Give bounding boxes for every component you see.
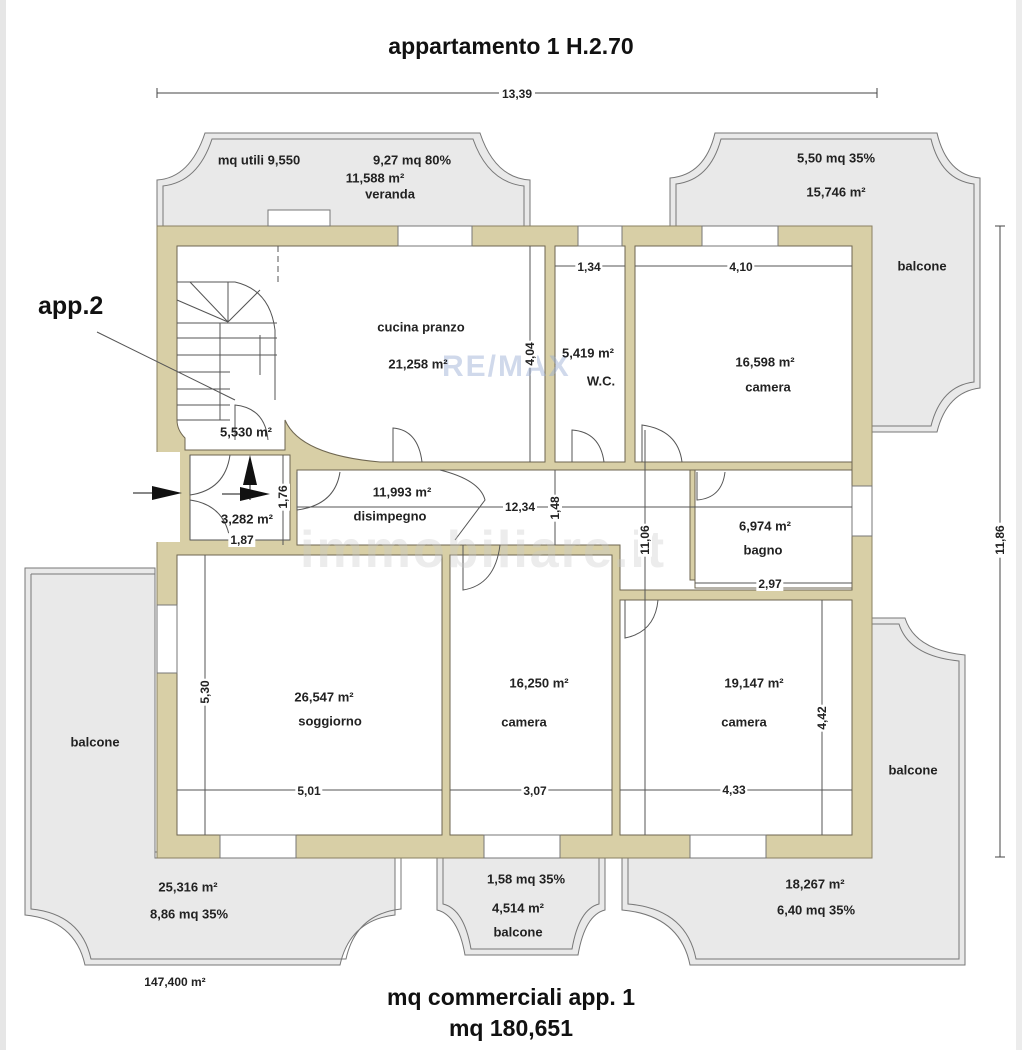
immobiliare-watermark: immobiliare.it — [300, 521, 667, 579]
image-border-left — [0, 0, 6, 1050]
cucina-area: 21,258 m² — [388, 356, 448, 372]
camera-mid-name: camera — [501, 714, 547, 730]
cucina-name: cucina pranzo — [377, 319, 465, 335]
balcone-tr-name: balcone — [897, 258, 947, 274]
stair-landing-area: 5,530 m² — [219, 424, 273, 440]
camera-right-name: camera — [721, 714, 767, 730]
dim-corridor-width: 1,48 — [548, 494, 562, 522]
remax-watermark: RE/MAX — [442, 350, 571, 383]
balcone-left-name: balcone — [70, 734, 120, 750]
camera-right-area: 19,147 m² — [724, 675, 784, 691]
balcone-left-pct: 8,86 mq 35% — [149, 906, 229, 922]
dim-entry-height: 1,76 — [276, 483, 290, 511]
balcone-tr-pct: 5,50 mq 35% — [796, 150, 876, 166]
balcone-left-area: 25,316 m² — [158, 879, 218, 895]
dim-kitchen-height: 4,04 — [523, 340, 537, 368]
balcone-right-name: balcone — [888, 762, 938, 778]
balcone-right-area: 18,267 m² — [785, 876, 845, 892]
dim-entry-width: 1,87 — [228, 533, 256, 547]
balcone-mid-pct: 1,58 mq 35% — [486, 871, 566, 887]
balcone-mid-name: balcone — [493, 924, 543, 940]
veranda-name: veranda — [365, 186, 415, 202]
dim-inner-height: 11,06 — [638, 523, 652, 557]
balcone-tr-area: 15,746 m² — [806, 184, 866, 200]
dim-camera-mid-width: 3,07 — [521, 784, 549, 798]
balcone-mid-area: 4,514 m² — [491, 900, 545, 916]
dim-wc-width: 1,34 — [575, 260, 603, 274]
veranda-area: 11,588 m² — [345, 170, 405, 186]
dim-bagno-width: 2,97 — [756, 577, 784, 591]
camera-top-name: camera — [745, 379, 791, 395]
dim-corridor-length: 12,34 — [502, 500, 538, 514]
dim-camera-top-width: 4,10 — [727, 260, 755, 274]
bagno-area: 6,974 m² — [738, 518, 792, 534]
dim-soggiorno-height: 5,30 — [198, 678, 212, 706]
dim-overall-width: 13,39 — [498, 87, 536, 101]
balconies — [24, 132, 981, 966]
rooms — [176, 245, 853, 836]
commercial-area-value: mq 180,651 — [448, 1015, 574, 1041]
wc-name: W.C. — [586, 373, 616, 389]
doors — [189, 404, 726, 639]
disimpegno-area: 11,993 m² — [372, 484, 432, 500]
dim-overall-height: 11,86 — [993, 522, 1007, 558]
plan-title: appartamento 1 H.2.70 — [388, 33, 634, 59]
dim-camera-right-height: 4,42 — [815, 704, 829, 732]
image-border-right — [1016, 0, 1022, 1050]
veranda-mq-utili: mq utili 9,550 — [217, 152, 301, 168]
entry-area: 3,282 m² — [220, 511, 274, 527]
windows — [156, 209, 873, 859]
dim-soggiorno-width: 5,01 — [295, 784, 323, 798]
dim-camera-right-width: 4,33 — [720, 783, 748, 797]
soggiorno-area: 26,547 m² — [294, 689, 354, 705]
balcone-right-pct: 6,40 mq 35% — [776, 902, 856, 918]
total-floor-area: 147,400 m² — [144, 975, 206, 989]
entry-arrows — [133, 455, 270, 501]
camera-top-area: 16,598 m² — [735, 354, 795, 370]
soggiorno-name: soggiorno — [298, 713, 362, 729]
wc-area: 5,419 m² — [561, 345, 615, 361]
veranda-pct: 9,27 mq 80% — [372, 152, 452, 168]
staircase — [96, 281, 277, 421]
commercial-area-heading: mq commerciali app. 1 — [387, 984, 635, 1010]
bagno-name: bagno — [743, 542, 783, 558]
app2-label: app.2 — [38, 292, 104, 320]
disimpegno-name: disimpegno — [353, 508, 427, 524]
camera-mid-area: 16,250 m² — [509, 675, 569, 691]
